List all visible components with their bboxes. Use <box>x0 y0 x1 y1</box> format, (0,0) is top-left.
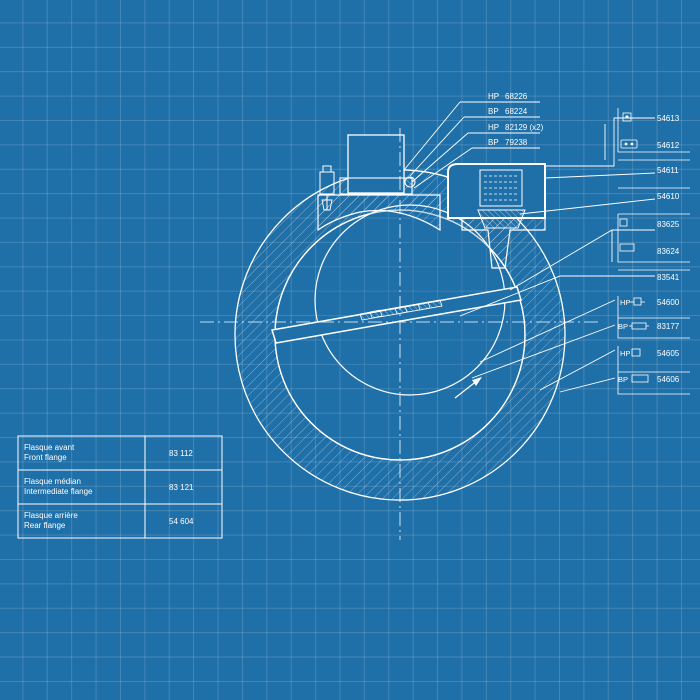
callout-code: 54610 <box>657 192 680 201</box>
callout-code: 54612 <box>657 141 680 150</box>
callout-code: 82129 (x2) <box>505 123 544 132</box>
table-row-en: Intermediate flange <box>24 487 93 496</box>
flange-bolt <box>319 165 335 211</box>
right-brackets <box>617 108 690 395</box>
callout-prefix: HP <box>488 123 499 132</box>
callout-code: 68224 <box>505 107 528 116</box>
right-callouts: 54613 54612 54611 54610 83625 83624 8354… <box>618 114 680 384</box>
callout-prefix: BP <box>618 322 628 331</box>
callout-code: 83177 <box>657 322 680 331</box>
table-row-code: 83 121 <box>169 483 194 492</box>
callout-prefix: HP <box>620 349 630 358</box>
stem-seal <box>404 176 416 188</box>
valve-stem <box>347 134 405 194</box>
callout-code: 83625 <box>657 220 680 229</box>
callout-code: 83624 <box>657 247 680 256</box>
callout-prefix: BP <box>488 138 499 147</box>
table-row-en: Rear flange <box>24 521 66 530</box>
table-row-fr: Flasque arrière <box>24 511 78 520</box>
right-leaders <box>459 117 656 393</box>
table-row-code: 83 112 <box>169 449 193 458</box>
table-row-en: Front flange <box>24 453 67 462</box>
callout-prefix: BP <box>488 107 499 116</box>
top-leaders <box>403 101 540 189</box>
spring-housing <box>447 163 546 269</box>
callout-prefix: HP <box>488 92 499 101</box>
callout-code: 68226 <box>505 92 528 101</box>
upper-boss <box>317 194 441 232</box>
callout-code: 54606 <box>657 375 680 384</box>
callout-prefix: HP <box>620 298 630 307</box>
callout-code: 79238 <box>505 138 528 147</box>
table-row-fr: Flasque avant <box>24 443 75 452</box>
flange-table: Flasque avant Front flange 83 112 Flasqu… <box>17 435 223 539</box>
callout-code: 54600 <box>657 298 680 307</box>
top-callouts: HP 68226 BP 68224 HP 82129 (x2) BP 79238 <box>488 92 544 147</box>
part-symbols <box>619 112 649 383</box>
callout-code: 54613 <box>657 114 680 123</box>
callout-code: 54605 <box>657 349 680 358</box>
callout-code: 54611 <box>657 166 679 175</box>
table-row-code: 54 604 <box>169 517 194 526</box>
callout-prefix: BP <box>618 375 628 384</box>
table-row-fr: Flasque médian <box>24 477 81 486</box>
callout-code: 83541 <box>657 273 680 282</box>
butterfly-disc <box>271 286 522 344</box>
